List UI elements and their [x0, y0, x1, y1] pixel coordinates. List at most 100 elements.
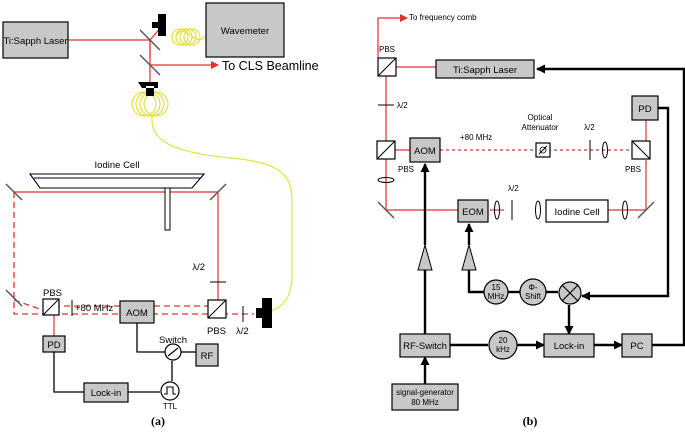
aom-b-label: AOM — [414, 146, 436, 157]
mirror-a1 — [139, 29, 161, 51]
pbs-b-mid-left-label: PBS — [398, 165, 414, 174]
mirror-a5 — [5, 289, 23, 307]
attenuator-label-1: Optical — [528, 113, 553, 122]
lockin-a-label: Lock-in — [91, 388, 122, 399]
phase-label-2: Shift — [525, 292, 542, 301]
caption-b: (b) — [523, 414, 538, 428]
khz-label-2: kHz — [496, 345, 510, 354]
pbs-b-top-diag — [377, 57, 397, 77]
lens-b4 — [535, 200, 541, 220]
wavemeter-box — [205, 2, 285, 58]
siggen-label-2: 80 MHz — [411, 398, 439, 407]
rf-a-box — [195, 343, 219, 367]
beam-main-horizontal — [68, 39, 151, 58]
siggen-label-1: signal-generator — [396, 388, 454, 397]
coupler-right — [256, 298, 272, 328]
freq-a-label: +80 MHz — [75, 303, 114, 314]
coupler-wavemeter — [152, 14, 166, 36]
pbs-b-top-label: PBS — [379, 45, 395, 54]
wire-pd-lockin — [53, 352, 84, 393]
pbs-b-mid-right-diag — [631, 140, 651, 160]
mirror-a2 — [139, 54, 161, 76]
phase-label-1: Φ- — [528, 283, 537, 292]
amplifier-2-icon — [461, 243, 477, 271]
wire-15mhz-amp2 — [467, 270, 487, 294]
rfswitch-box — [399, 333, 451, 358]
laser-b-box — [435, 59, 535, 79]
wire-pd-mixer — [581, 106, 670, 301]
pc-label: PC — [630, 341, 643, 352]
wavemeter-label: Wavemeter — [221, 26, 269, 37]
iodine-b-box — [545, 199, 609, 223]
attenuator-label-2: Attenuator — [522, 123, 559, 132]
ttl-pulse-icon — [160, 381, 180, 401]
mirror-a4 — [209, 183, 227, 201]
aom-b-box — [409, 137, 441, 163]
wire-pc-laser — [536, 64, 685, 347]
beam-probe — [13, 192, 254, 315]
pc-box — [621, 333, 653, 358]
phase-shift-icon — [519, 278, 547, 306]
ttl-label: TTL — [163, 402, 178, 411]
pd-b-label: PD — [638, 104, 651, 115]
beam-to-comb — [377, 14, 408, 58]
switch-icon-lever — [167, 347, 179, 357]
mhz-label-2: MHz — [488, 292, 504, 301]
lambda-a1-label: λ/2 — [192, 262, 205, 273]
switch-label: Switch — [159, 335, 187, 346]
panel-a: Ti:Sapph Laser Wavemeter To CLS Beamline… — [2, 2, 319, 428]
mirror-b1 — [377, 201, 395, 219]
pbs-b-mid-left-diag — [376, 140, 396, 160]
pbs-a-left-diag — [42, 298, 60, 316]
laser-b-label: Ti:Sapph Laser — [453, 65, 517, 76]
fiber-long — [151, 115, 293, 313]
lockin-b-label: Lock-in — [554, 341, 585, 352]
iodine-a-label: Iodine Cell — [95, 160, 140, 171]
lens-b2 — [602, 141, 608, 159]
pbs-b-mid-right-label: PBS — [625, 165, 641, 174]
pbs-a-right-diag — [207, 299, 227, 319]
siggen-box — [391, 383, 459, 411]
freq-b-label: +80 MHz — [460, 133, 492, 142]
ttl-pulse-shape — [164, 386, 176, 395]
eom-box — [457, 199, 489, 223]
lens-b1 — [377, 177, 395, 183]
lambda-a2-label: λ/2 — [236, 326, 249, 337]
rfswitch-label: RF-Switch — [403, 341, 447, 352]
mixer-icon-x2 — [561, 284, 579, 302]
coupler-main — [138, 82, 158, 96]
pbs-a-left-label: PBS — [43, 288, 62, 299]
comb-label: To frequency comb — [409, 13, 477, 22]
wire-aom-switch — [136, 323, 165, 353]
osc-20khz-icon — [488, 330, 518, 360]
laser-a-label: Ti:Sapph Laser — [3, 36, 67, 47]
iodine-b-label: Iodine Cell — [555, 207, 600, 218]
iodine-cell-a — [28, 173, 206, 189]
caption-a: (a) — [151, 414, 165, 428]
lambda-b3-label: λ/2 — [508, 184, 519, 193]
laser-a-box — [2, 21, 69, 59]
eom-label: EOM — [462, 207, 484, 218]
lambda-b2-label: λ/2 — [584, 123, 595, 132]
pd-a-label: PD — [47, 340, 60, 351]
pbs-a-right-label: PBS — [207, 326, 226, 337]
amplifier-1-icon — [417, 243, 433, 271]
aom-a-label: AOM — [126, 308, 148, 319]
osc-15mhz-icon — [483, 279, 509, 305]
khz-label-1: 20 — [499, 336, 508, 345]
iodine-finger — [164, 187, 171, 231]
mirror-b2 — [637, 201, 655, 219]
rf-a-label: RF — [201, 351, 214, 362]
fiber-coil-wavemeter — [171, 28, 201, 46]
lambda-b1-label: λ/2 — [397, 101, 408, 110]
pd-b-box — [631, 95, 659, 121]
lockin-b-box — [543, 333, 595, 358]
lens-b5 — [622, 200, 628, 220]
cls-label: To CLS Beamline — [222, 59, 319, 73]
mhz-label-1: 15 — [492, 283, 501, 292]
lockin-a-box — [83, 382, 129, 403]
attenuator-icon-ring — [539, 146, 547, 154]
panel-b: To frequency comb PBS Ti:Sapph Laser λ/2… — [376, 13, 685, 428]
fiber-to-wavemeter — [175, 30, 206, 41]
